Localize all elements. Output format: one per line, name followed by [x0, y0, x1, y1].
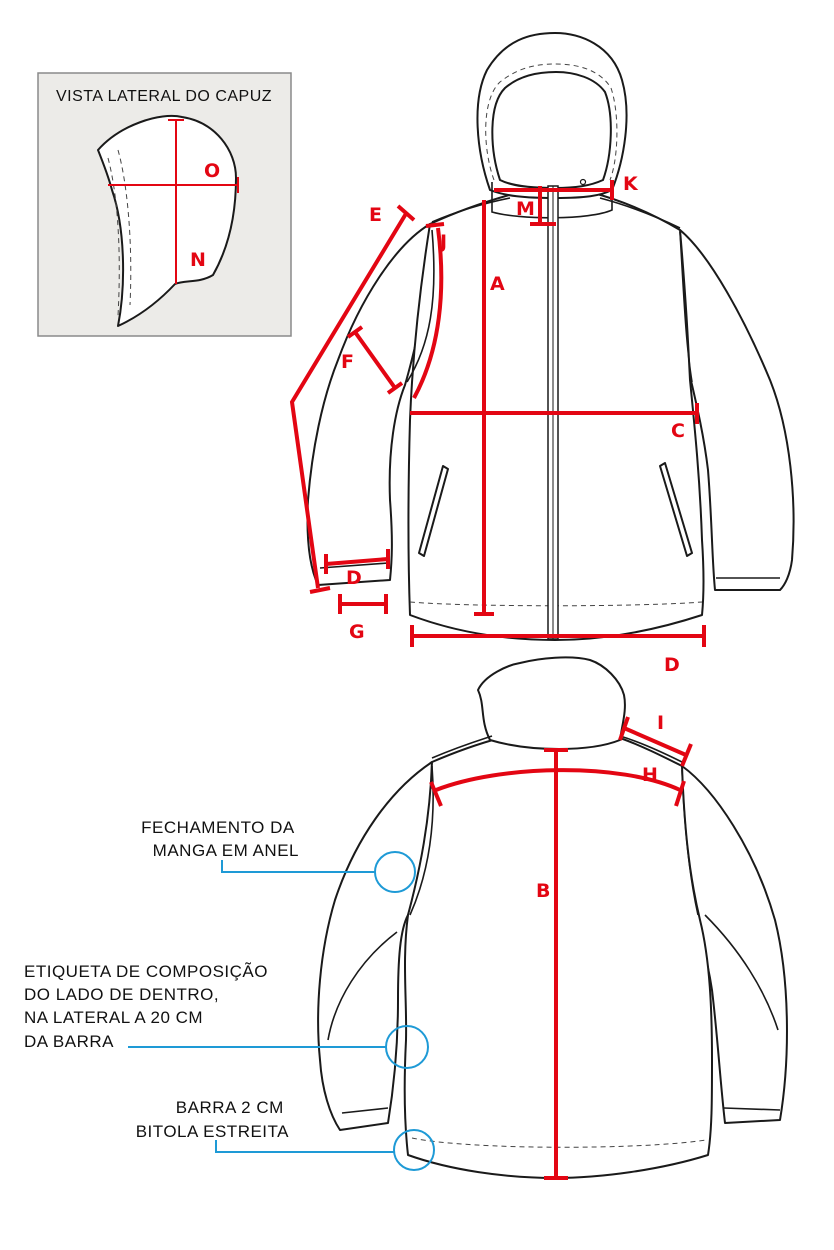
callout-sleeve-circle	[374, 851, 416, 893]
front-hood-stitch	[485, 63, 618, 181]
note-composition-label: ETIQUETA DE COMPOSIÇÃO DO LADO DE DENTRO…	[24, 962, 273, 1051]
measure-e-cap	[396, 204, 416, 222]
front-right-shoulder-seam	[599, 197, 681, 229]
label-g: G	[349, 621, 365, 643]
note-sleeve-closure: FECHAMENTO DA MANGA EM ANEL	[141, 818, 299, 860]
back-body	[403, 737, 713, 1179]
label-n: N	[190, 249, 206, 271]
label-c: C	[671, 420, 685, 442]
measure-h-cap-left	[429, 781, 443, 807]
note-hem: BARRA 2 CM BITOLA ESTREITA	[136, 1098, 289, 1141]
measure-d-cuff-line	[325, 557, 389, 566]
back-hood	[477, 656, 626, 750]
front-right-pocket	[659, 462, 693, 557]
measure-j-line	[412, 227, 444, 399]
inset-title: VISTA LATERAL DO CAPUZ	[56, 88, 272, 105]
hood-side-outline	[97, 115, 237, 327]
front-left-shoulder-seam	[431, 197, 511, 223]
jacket-front-view: A C D D E F G J K M	[289, 32, 795, 676]
jacket-back-view: B H I	[317, 656, 788, 1180]
hood-front-stitch-inner	[117, 149, 132, 306]
measure-h-line	[435, 768, 681, 792]
label-h: H	[642, 764, 658, 786]
measure-h-cap-right	[674, 780, 686, 807]
hood-side-view-inset: VISTA LATERAL DO CAPUZ O N	[37, 72, 292, 337]
label-a: A	[490, 273, 505, 295]
measure-i-line	[623, 726, 687, 757]
measure-f-cap-top	[346, 325, 364, 339]
hood-front-stitch	[107, 157, 120, 317]
front-right-armhole	[679, 231, 693, 383]
label-o: O	[204, 160, 220, 182]
label-b: B	[536, 880, 550, 902]
measure-e-line	[289, 210, 409, 589]
back-right-cuff-seam	[723, 1107, 781, 1111]
label-d-hem: D	[664, 654, 680, 676]
front-snap	[579, 178, 587, 186]
construction-notes: FECHAMENTO DA MANGA EM ANEL ETIQUETA DE …	[24, 818, 435, 1171]
label-i: I	[657, 712, 664, 734]
back-right-sleeve-fold	[704, 914, 779, 1031]
back-left-shoulder-seam	[431, 735, 493, 759]
label-m: M	[516, 198, 535, 220]
label-e: E	[369, 204, 382, 226]
front-left-pocket	[418, 465, 449, 557]
measure-f-cap-bottom	[386, 381, 404, 395]
label-k: K	[623, 173, 639, 195]
front-left-cuff-seam	[319, 562, 389, 569]
measure-f-line	[353, 330, 397, 390]
label-d-cuff: D	[346, 567, 362, 589]
callout-hem-circle	[393, 1129, 435, 1171]
callout-hem-leader	[215, 1140, 394, 1153]
measure-e-cap-bottom	[309, 586, 331, 594]
label-j: J	[438, 231, 447, 253]
callout-sleeve-leader	[221, 860, 375, 873]
front-hood-opening	[491, 71, 612, 189]
back-left-cuff-seam	[341, 1107, 389, 1114]
measure-i-cap-right	[680, 743, 693, 767]
back-left-sleeve-fold	[327, 931, 398, 1041]
measure-j-cap	[425, 222, 445, 228]
measure-i-cap-left	[618, 716, 630, 741]
back-right-shoulder-seam	[619, 735, 683, 763]
callout-label-circle	[385, 1025, 429, 1069]
front-left-armhole	[406, 229, 435, 383]
label-f: F	[341, 351, 354, 373]
